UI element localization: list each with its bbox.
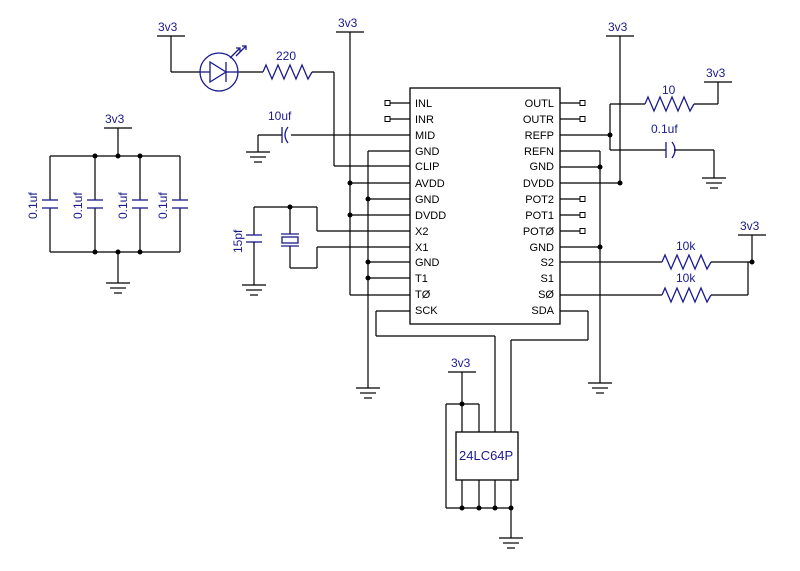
pin-label-pot2: POT2 [525,194,554,206]
s-supply-label: 3v3 [740,219,760,233]
mid-cap-label: 10uf [268,109,292,123]
pin-label-gnd-2: GND [415,194,440,206]
main-ic-body [409,87,561,325]
pin-label-s1: S1 [541,273,554,285]
decoupling-cap-2-label: 0.1uf [71,192,85,219]
pin-label-inr: INR [415,114,434,126]
eeprom-supply-symbol [445,371,480,508]
pin-label-dvdd-left: DVDD [415,210,446,222]
crystal-oscillator [242,204,410,296]
pin-label-pot1: POT1 [525,210,554,222]
decoupling-cap-4-label: 0.1uf [156,192,170,219]
pin-label-x2: X2 [415,226,428,238]
main-ic-right-pins [560,100,586,234]
s-pin-resistors [560,234,766,304]
led-icon [199,45,247,92]
pin-label-avdd: AVDD [415,178,445,190]
crystal-cap-label: 15pf [231,229,245,253]
pin-label-t0: TØ [415,289,431,301]
i2c-bus [375,310,589,432]
mid-capacitor [246,126,410,163]
eeprom-ground-net [446,480,523,549]
pin-label-clip: CLIP [415,161,439,173]
top-supply-label: 3v3 [338,16,358,30]
pin-label-s2: S2 [541,257,554,269]
pin-label-mid: MID [415,130,435,142]
left-ground-net [356,150,410,399]
pin-label-sda: SDA [531,305,554,317]
led-supply-label: 3v3 [158,20,178,34]
pin-label-refp: REFP [525,130,554,142]
decoupling-cap-3-label: 0.1uf [116,192,130,219]
eeprom-chip [455,431,519,481]
decoupling-supply-label: 3v3 [105,112,125,126]
refp-cap-label: 0.1uf [651,122,678,136]
led-supply-symbol [157,35,200,73]
refp-filter [560,81,732,189]
pin-label-dvdd-right: DVDD [523,178,554,190]
pin-label-gnd-1: GND [415,146,440,158]
main-ic-left-pins [384,100,410,122]
pin-label-refn: REFN [524,146,554,158]
pin-label-gnd-r2: GND [530,242,555,254]
pin-label-gnd-3: GND [415,257,440,269]
decoupling-cap-1-label: 0.1uf [26,192,40,219]
pin-label-t1: T1 [415,273,428,285]
eeprom-label: 24LC64P [459,448,513,463]
led-resistor-label: 220 [276,49,296,63]
pin-label-sck: SCK [415,305,438,317]
decoupling-supply-symbol [104,127,132,132]
s-resistor-1-label: 10k [676,239,696,253]
right-ground-net [560,150,612,394]
decoupling-capacitor-bank [42,132,188,294]
right-supply-symbol [560,35,634,186]
top-supply-symbol [336,31,410,296]
right-supply-label: 3v3 [608,20,628,34]
pin-label-outl: OUTL [525,98,554,110]
pin-label-pot0: POTØ [523,226,555,238]
pin-label-outr: OUTR [523,114,554,126]
eeprom-supply-label: 3v3 [451,356,471,370]
refp-resistor-label: 10 [662,83,676,97]
pin-label-x1: X1 [415,242,428,254]
led-resistor [240,63,410,167]
pin-label-gnd-r1: GND [530,161,555,173]
pin-label-inl: INL [415,98,432,110]
s-resistor-2-label: 10k [676,271,696,285]
refp-supply-label: 3v3 [706,66,726,80]
pin-label-s0: SØ [538,289,554,301]
